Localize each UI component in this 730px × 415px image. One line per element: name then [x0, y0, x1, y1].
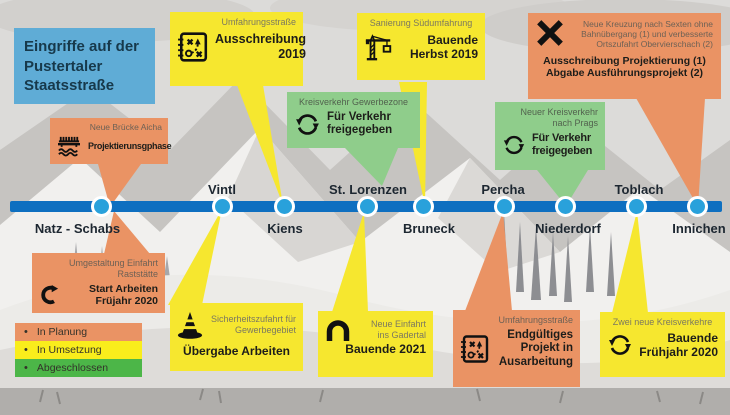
town-label-st-lorenzen: St. Lorenzen	[328, 182, 407, 197]
tail-gewerbezone	[345, 148, 398, 186]
tail-ausschreibung	[237, 85, 283, 205]
town-label-toblach: Toblach	[614, 182, 664, 197]
callout-label: Zwei neue Kreisverkehre	[612, 317, 713, 327]
callout-aicha: Neue Brücke Aicha Projektierunsgphase	[50, 118, 172, 164]
callout-status: Übergabe Arbeiten	[183, 344, 290, 358]
legend-bullet: •	[24, 343, 28, 356]
tail-uebergabe	[168, 209, 222, 305]
timeline-node-kiens	[274, 196, 295, 217]
timeline-node-toblach	[626, 196, 647, 217]
route-plan-icon	[460, 334, 490, 364]
callout-status: Start Arbeiten Früjahr 2020	[88, 282, 158, 307]
callout-label: Sanierung Südumfahrung	[369, 18, 473, 28]
tail-umgestaltung	[104, 211, 150, 254]
callout-ausschreibung: Umfahrungsstraße Ausschreibung 2019	[170, 12, 306, 86]
callout-label: Umfahrungsstraße	[498, 315, 573, 325]
tail-prags	[537, 170, 588, 206]
callout-status: Bauende Herbst 2019	[409, 32, 478, 61]
timeline-node-niederdorf	[555, 196, 576, 217]
tail-zwei	[612, 211, 648, 313]
legend-label: Abgeschlossen	[36, 362, 109, 374]
legend-label: In Planung	[36, 326, 88, 338]
legend-bullet: •	[24, 361, 28, 374]
roundabout-icon	[607, 332, 633, 358]
crane-icon	[364, 32, 394, 62]
tail-aicha	[98, 164, 141, 207]
timeline-node-bruneck	[413, 196, 434, 217]
page-title: Eingriffe auf der Pustertaler Staatsstra…	[14, 28, 155, 104]
traffic-cone-icon	[177, 310, 203, 340]
timeline-node-innichen	[687, 196, 708, 217]
timeline-node-percha	[494, 196, 515, 217]
callout-status: Projektierunsgphase	[88, 140, 172, 151]
callout-status: Für Verkehr freigegeben	[327, 110, 393, 137]
callout-sanierung: Sanierung Südumfahrung Bauende Herbst 20…	[357, 13, 485, 80]
crossing-x-icon	[536, 19, 564, 47]
callout-status: Endgültiges Projekt in Ausarbeitung	[498, 328, 573, 368]
restart-arrow-icon	[39, 284, 59, 306]
roundabout-icon	[294, 111, 321, 138]
town-label-percha: Percha	[481, 182, 525, 197]
callout-status: Bauende Frühjahr 2020	[639, 330, 718, 359]
callout-status: Ausschreibung 2019	[215, 32, 306, 61]
town-label-niederdorf: Niederdorf	[535, 221, 601, 236]
legend-bullet: •	[24, 325, 28, 338]
town-label-kiens: Kiens	[267, 221, 303, 236]
status-legend: • In Planung • In Umsetzung • Abgeschlos…	[15, 323, 142, 377]
callout-label: Kreisverkehr Gewerbezone	[298, 97, 409, 107]
timeline-node-st-lorenzen	[357, 196, 378, 217]
callout-label: Neue Brücke Aicha	[89, 122, 162, 132]
tail-endgueltig	[465, 212, 512, 311]
callout-gadertal: Neue Einfahrt ins Gadertal Bauende 2021	[318, 311, 433, 377]
town-label-natz-schabs: Natz - Schabs	[34, 221, 121, 236]
tunnel-icon	[325, 318, 351, 342]
tail-sexten	[636, 98, 705, 207]
callout-sexten: Neue Kreuzung nach Sexten ohne Bahnüberg…	[528, 13, 721, 99]
callout-status: Bauende 2021	[345, 342, 426, 356]
callout-status: Ausschreibung Projektierung (1) Abgabe A…	[543, 54, 706, 79]
callout-prags: Neuer Kreisverkehr nach Prags Für Verkeh…	[495, 102, 605, 170]
bridge-icon	[56, 135, 82, 157]
callout-zwei: Zwei neue Kreisverkehre Bauende Frühjahr…	[600, 312, 725, 377]
callout-gewerbezone: Kreisverkehr Gewerbezone Für Verkehr fre…	[287, 92, 420, 148]
legend-label: In Umsetzung	[36, 344, 102, 356]
town-label-innichen: Innichen	[672, 221, 726, 236]
route-plan-icon	[177, 31, 209, 63]
roundabout-icon	[502, 133, 526, 157]
callout-label: Neue Kreuzung nach Sexten ohne Bahnüberg…	[581, 19, 713, 50]
callout-label: Neuer Kreisverkehr nach Prags	[520, 107, 598, 128]
callout-umgestaltung: Umgestaltung Einfahrt Raststätte Start A…	[32, 253, 165, 313]
town-label-bruneck: Bruneck	[402, 221, 456, 236]
legend-item-abgeschlossen: • Abgeschlossen	[15, 359, 142, 377]
timeline-node-natz-schabs	[91, 196, 112, 217]
legend-item-umsetzung: • In Umsetzung	[15, 341, 142, 359]
callout-status: Für Verkehr freigegeben	[532, 131, 593, 157]
callout-label: Sicherheitszufahrt für Gewerbegebiet	[210, 314, 296, 335]
legend-item-planung: • In Planung	[15, 323, 142, 341]
callout-endgueltig: Umfahrungsstraße Endgültiges Projekt in …	[453, 310, 580, 387]
town-label-vintl: Vintl	[208, 182, 236, 197]
callout-label: Umfahrungsstraße	[221, 17, 296, 27]
callout-label: Neue Einfahrt ins Gadertal	[370, 319, 426, 340]
callout-uebergabe: Sicherheitszufahrt für Gewerbegebiet Übe…	[170, 303, 303, 371]
tail-gadertal	[332, 212, 368, 312]
timeline-node-vintl	[212, 196, 233, 217]
callout-label: Umgestaltung Einfahrt Raststätte	[68, 258, 158, 279]
